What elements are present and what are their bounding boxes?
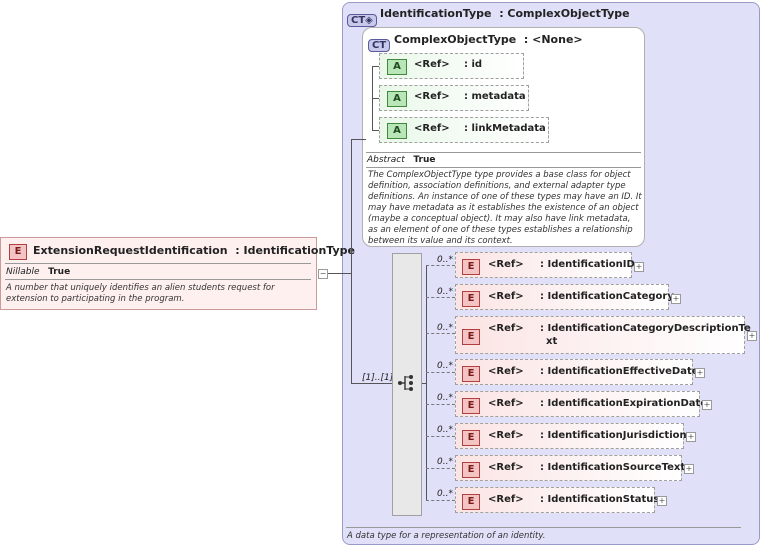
element-badge: E: [462, 494, 480, 510]
element-cardinality: 0..*: [437, 361, 453, 371]
expand-toggle[interactable]: +: [657, 496, 667, 506]
element-identification-effective-date[interactable]: E <Ref> : IdentificationEffectiveDate: [455, 359, 699, 385]
inner-type-title: ComplexObjectType : <None>: [394, 33, 583, 46]
element-badge: E: [462, 462, 480, 478]
sequence-icon: [398, 375, 413, 391]
expand-toggle[interactable]: +: [747, 331, 757, 341]
sequence-cardinality: [1]..[1]: [362, 373, 394, 383]
attribute-id[interactable]: A <Ref> : id: [379, 53, 524, 79]
element-badge: E: [462, 366, 480, 382]
nillable-row: Nillable True: [6, 267, 71, 277]
expand-toggle[interactable]: +: [686, 432, 696, 442]
element-badge: E: [462, 329, 480, 345]
expand-toggle[interactable]: +: [671, 294, 681, 304]
element-badge: E: [9, 244, 27, 260]
expand-toggle[interactable]: +: [702, 400, 712, 410]
attribute-link-metadata[interactable]: A <Ref> : linkMetadata: [379, 117, 549, 143]
expand-toggle[interactable]: +: [695, 368, 705, 378]
element-cardinality: 0..*: [437, 393, 453, 403]
element-cardinality: 0..*: [437, 489, 453, 499]
main-element-title: ExtensionRequestIdentification : Identif…: [33, 244, 355, 257]
outer-type-title: IdentificationType : ComplexObjectType: [380, 7, 630, 20]
outer-type-header: CT◈: [347, 8, 377, 28]
ct-badge: CT: [368, 39, 391, 52]
element-identification-status[interactable]: E <Ref> : IdentificationStatus: [455, 487, 659, 513]
main-element-description: A number that uniquely identifies an ali…: [6, 283, 275, 304]
extension-request-identification-element[interactable]: [0, 237, 317, 310]
element-cardinality: 0..*: [437, 425, 453, 435]
element-badge: E: [462, 430, 480, 446]
attribute-metadata[interactable]: A <Ref> : metadata: [379, 85, 529, 111]
element-cardinality: 0..*: [437, 255, 453, 265]
sequence-compositor[interactable]: [392, 253, 422, 516]
element-cardinality: 0..*: [437, 287, 453, 297]
element-identification-expiration-date[interactable]: E <Ref> : IdentificationExpirationDate: [455, 391, 707, 417]
element-identification-category[interactable]: E <Ref> : IdentificationCategory: [455, 284, 674, 310]
abstract-row: Abstract True: [367, 155, 436, 165]
ct-badge: CT◈: [347, 14, 377, 27]
expand-toggle[interactable]: +: [684, 464, 694, 474]
element-badge: E: [462, 398, 480, 414]
element-identification-source-text[interactable]: E <Ref> : IdentificationSourceText: [455, 455, 685, 481]
element-cardinality: 0..*: [437, 457, 453, 467]
element-identification-category-description-text[interactable]: E <Ref> : IdentificationCategoryDescript…: [455, 316, 751, 354]
element-badge: E: [462, 291, 480, 307]
attribute-badge: A: [387, 123, 407, 139]
expand-toggle[interactable]: +: [634, 262, 644, 272]
element-cardinality: 0..*: [437, 323, 453, 333]
outer-type-description: A data type for a representation of an i…: [347, 531, 546, 541]
element-identification-id[interactable]: E <Ref> : IdentificationID: [455, 252, 635, 278]
inner-type-description: The ComplexObjectType type provides a ba…: [368, 170, 642, 246]
element-badge: E: [462, 259, 480, 275]
element-identification-jurisdiction[interactable]: E <Ref> : IdentificationJurisdiction: [455, 423, 687, 449]
diamond-icon: ◈: [365, 15, 373, 26]
collapse-toggle[interactable]: −: [318, 269, 328, 279]
attribute-badge: A: [387, 59, 407, 75]
attribute-badge: A: [387, 91, 407, 107]
